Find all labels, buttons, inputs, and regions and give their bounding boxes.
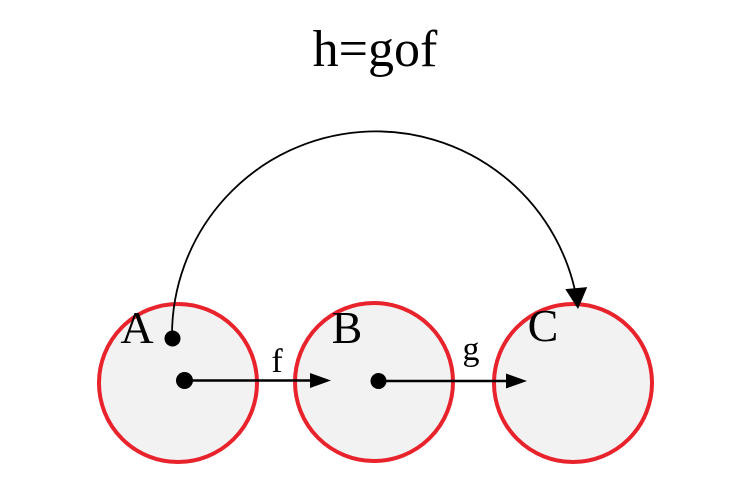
point-b-center bbox=[370, 373, 387, 389]
set-c-label: C bbox=[528, 300, 559, 351]
arrow-f-head bbox=[310, 373, 331, 388]
arrow-h-head bbox=[565, 287, 588, 309]
point-a-element bbox=[164, 330, 181, 347]
set-c-circle bbox=[492, 302, 654, 464]
arrow-g-head bbox=[506, 373, 527, 389]
point-a-center bbox=[176, 372, 193, 389]
diagram-title: h=gof bbox=[313, 21, 438, 78]
arrow-g-label: g bbox=[463, 331, 480, 368]
arrow-h-curve bbox=[171, 130, 579, 339]
arrow-f-label: f bbox=[271, 343, 283, 380]
set-a-label: A bbox=[120, 302, 153, 353]
set-b-label: B bbox=[332, 302, 363, 353]
